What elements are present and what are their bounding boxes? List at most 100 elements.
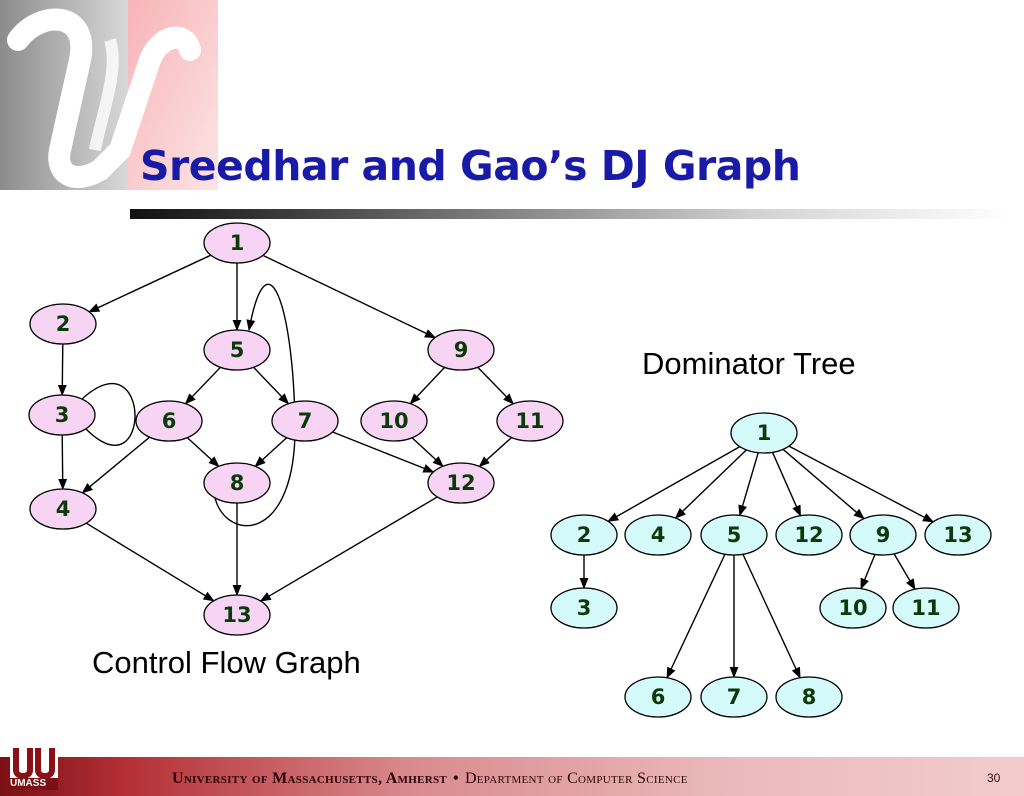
cfg-edge-11-to-12 — [478, 437, 513, 468]
dom-node-12-label: 12 — [794, 523, 823, 547]
dom-node-3: 3 — [550, 587, 618, 629]
cfg-node-7-label: 7 — [298, 409, 313, 433]
cfg-node-9-shape — [427, 329, 495, 371]
cfg-node-12-label: 12 — [446, 471, 475, 495]
dom-node-8-shape — [775, 676, 843, 718]
cfg-node-1-shape — [203, 222, 271, 264]
dom-node-13-label: 13 — [943, 523, 972, 547]
university-logo-graphic — [0, 0, 218, 190]
dom-node-2: 2 — [550, 514, 618, 556]
dom-edge-1-to-5 — [738, 452, 759, 517]
footer-bar — [0, 757, 1024, 796]
cfg-node-1-label: 1 — [230, 231, 245, 255]
cfg-edge-12-to-13 — [259, 496, 438, 602]
cfg-node-6: 6 — [135, 400, 203, 442]
dom-edge-9-to-11 — [893, 553, 916, 591]
cfg-node-13-shape — [203, 594, 271, 636]
cfg-node-11-label: 11 — [515, 409, 544, 433]
dom-node-13-shape — [924, 514, 992, 556]
cfg-node-7-shape — [271, 400, 339, 442]
dom-node-10: 10 — [819, 587, 887, 629]
cfg-node-4-label: 4 — [56, 497, 71, 521]
cfg-node-1: 1 — [203, 222, 271, 264]
footer-separator: • — [453, 770, 459, 787]
dom-node-9: 9 — [849, 514, 917, 556]
cfg-node-3-label: 3 — [55, 403, 70, 427]
title-underline-bar — [130, 209, 1010, 219]
footer-text: University of Massachusetts, Amherst•Dep… — [172, 770, 688, 788]
dom-edge-5-to-8 — [742, 553, 801, 679]
dom-node-7: 7 — [700, 676, 768, 718]
cfg-node-8: 8 — [203, 462, 271, 504]
dom-edge-1-to-12 — [771, 452, 802, 517]
dom-edge-1-to-2 — [607, 446, 741, 522]
cfg-edge-6-to-4 — [81, 436, 150, 494]
dom-edge-9-to-10 — [860, 554, 876, 590]
cfg-caption: Control Flow Graph — [92, 645, 361, 680]
dom-node-4-label: 4 — [651, 523, 666, 547]
slide-title: Sreedhar and Gao’s DJ Graph — [140, 142, 801, 190]
cfg-edge-7-to-8 — [254, 437, 288, 468]
dom-edge-1-to-13 — [788, 445, 935, 523]
cfg-edge-9-to-10 — [409, 366, 446, 405]
cfg-node-12-shape — [427, 462, 495, 504]
cfg-edge-1-to-2 — [88, 254, 212, 313]
dom-node-5: 5 — [700, 514, 768, 556]
dom-node-4-shape — [624, 514, 692, 556]
cfg-node-3-shape — [28, 394, 96, 436]
cfg-node-10-shape — [360, 400, 428, 442]
cfg-edge-5-to-7 — [253, 366, 290, 405]
cfg-edge-1-to-9 — [262, 254, 437, 339]
cfg-node-5: 5 — [203, 329, 271, 371]
cfg-node-9: 9 — [427, 329, 495, 371]
dom-edge-5-to-6 — [666, 553, 726, 679]
cfg-node-11: 11 — [496, 400, 564, 442]
dom-node-13: 13 — [924, 514, 992, 556]
dom-node-5-label: 5 — [727, 523, 742, 547]
cfg-node-11-shape — [496, 400, 564, 442]
dom-node-9-label: 9 — [876, 523, 891, 547]
cfg-edge-3-to-4 — [58, 434, 68, 491]
dom-node-2-shape — [550, 514, 618, 556]
dom-node-6: 6 — [624, 676, 692, 718]
cfg-edge-10-to-12 — [411, 437, 444, 468]
cfg-node-9-label: 9 — [454, 338, 469, 362]
cfg-node-10: 10 — [360, 400, 428, 442]
cfg-node-2: 2 — [29, 303, 97, 345]
dom-edges — [579, 445, 935, 679]
dom-node-2-label: 2 — [577, 523, 592, 547]
dom-node-8: 8 — [775, 676, 843, 718]
dom-node-4: 4 — [624, 514, 692, 556]
cfg-edge-5-to-6 — [184, 366, 221, 405]
cfg-node-10-label: 10 — [379, 409, 408, 433]
cfg-edge-6-to-8 — [186, 437, 220, 468]
cfg-node-13-label: 13 — [222, 603, 251, 627]
cfg-node-5-label: 5 — [230, 338, 245, 362]
dom-node-11: 11 — [892, 587, 960, 629]
dom-node-8-label: 8 — [802, 685, 817, 709]
cfg-node-4: 4 — [29, 488, 97, 530]
cfg-node-6-label: 6 — [162, 409, 177, 433]
dom-node-1: 1 — [730, 412, 798, 454]
cfg-edge-7-to-12 — [332, 431, 435, 473]
cfg-node-7: 7 — [271, 400, 339, 442]
cfg-node-6-shape — [135, 400, 203, 442]
dom-node-1-shape — [730, 412, 798, 454]
dom-node-6-shape — [624, 676, 692, 718]
dom-node-3-label: 3 — [577, 596, 592, 620]
cfg-node-13: 13 — [203, 594, 271, 636]
umass-logo-icon — [10, 742, 58, 790]
dom-node-12-shape — [775, 514, 843, 556]
dom-node-5-shape — [700, 514, 768, 556]
cfg-node-3: 3 — [28, 394, 96, 436]
dom-node-1-label: 1 — [757, 421, 772, 445]
dom-node-11-label: 11 — [911, 596, 940, 620]
cfg-edge-2-to-3 — [57, 343, 67, 397]
dominator-tree-caption: Dominator Tree — [642, 346, 856, 381]
dom-node-12: 12 — [775, 514, 843, 556]
cfg-node-12: 12 — [427, 462, 495, 504]
footer-department: Department of Computer Science — [464, 770, 688, 787]
dom-node-7-shape — [700, 676, 768, 718]
